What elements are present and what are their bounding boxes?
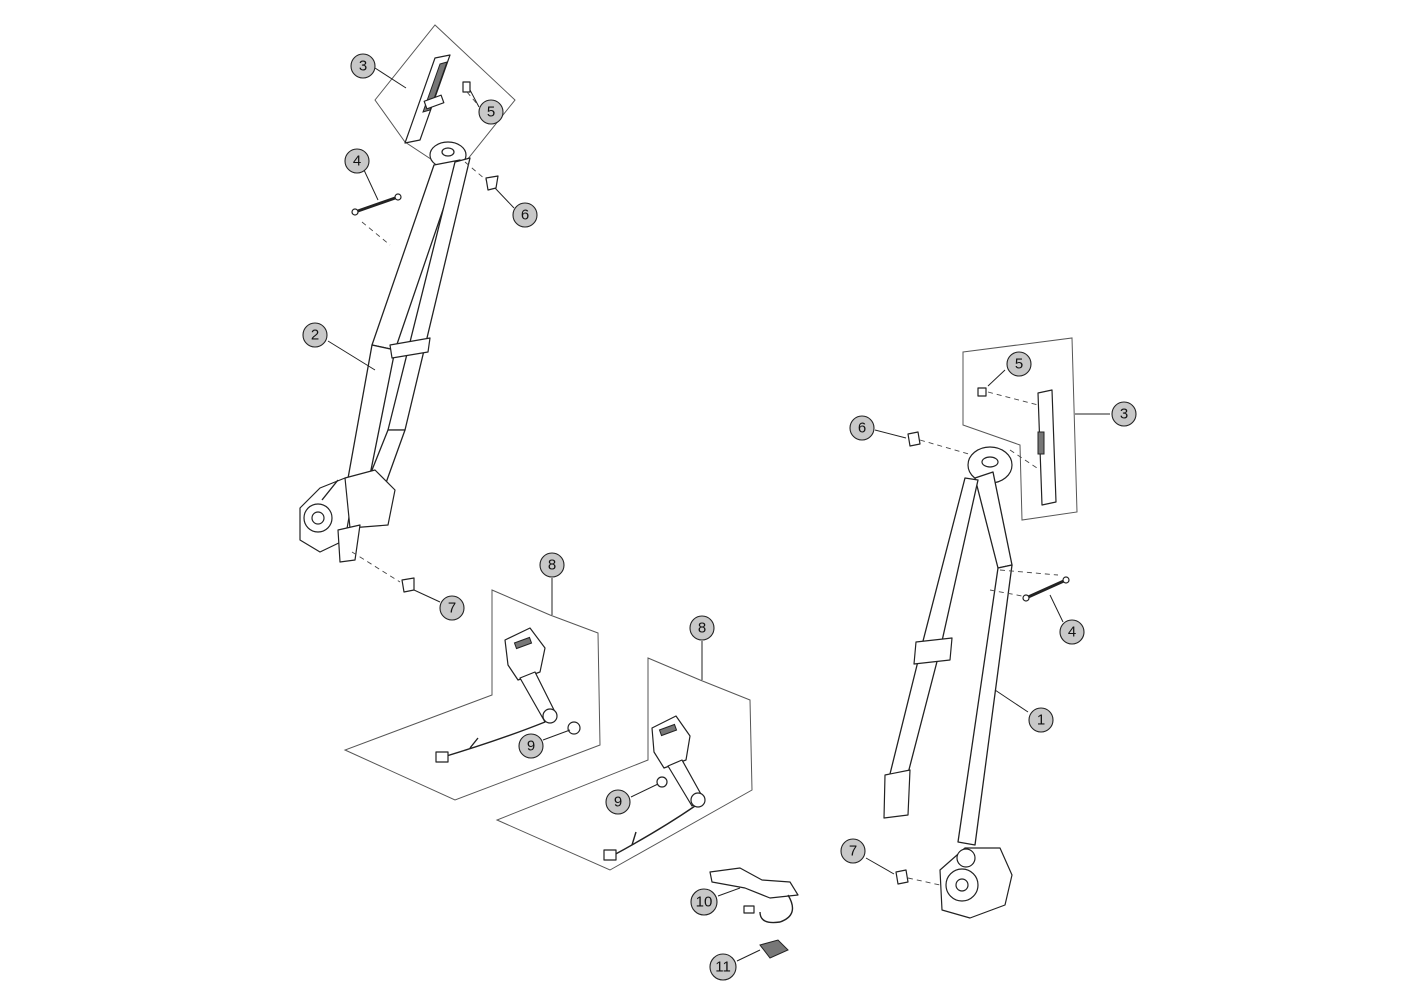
svg-text:4: 4 [1068, 624, 1076, 641]
left-bolt-part-7 [351, 551, 415, 593]
svg-text:3: 3 [1120, 406, 1128, 423]
callout-left-3: 3 [350, 53, 376, 79]
svg-text:5: 5 [487, 104, 495, 121]
buckle-panel-a [343, 589, 601, 801]
svg-text:3: 3 [359, 58, 367, 75]
right-bolt-part-5 [977, 387, 1039, 406]
callout-buckle-b-8: 8 [689, 615, 715, 641]
svg-text:7: 7 [448, 600, 456, 617]
callout-sensor-11: 11 [709, 953, 737, 981]
callout-left-2: 2 [302, 322, 328, 348]
callout-buckle-b-9: 9 [605, 789, 631, 815]
right-bolt-part-7 [895, 869, 941, 886]
svg-text:5: 5 [1015, 356, 1023, 373]
left-nut-part-6 [464, 161, 499, 191]
right-nut-part-6 [907, 431, 973, 456]
svg-text:2: 2 [311, 327, 319, 344]
svg-text:8: 8 [698, 620, 706, 637]
callout-right-5: 5 [1006, 351, 1032, 377]
callout-left-4: 4 [344, 148, 370, 174]
right-upper-anchor-panel [962, 337, 1078, 521]
svg-text:4: 4 [353, 153, 361, 170]
left-upper-anchor-panel [374, 24, 516, 176]
svg-text:6: 6 [521, 207, 529, 224]
svg-text:1: 1 [1037, 712, 1045, 729]
callout-right-7: 7 [840, 838, 866, 864]
svg-text:9: 9 [527, 738, 535, 755]
bracket-part-10 [709, 867, 799, 924]
svg-text:10: 10 [696, 894, 713, 911]
svg-text:9: 9 [614, 794, 622, 811]
callout-left-5: 5 [478, 99, 504, 125]
svg-text:8: 8 [548, 557, 556, 574]
svg-text:7: 7 [849, 843, 857, 860]
callout-right-1: 1 [1028, 707, 1054, 733]
callout-left-7: 7 [439, 595, 465, 621]
callout-bracket-10: 10 [690, 888, 718, 916]
callout-left-6: 6 [512, 202, 538, 228]
callout-buckle-a-9: 9 [518, 733, 544, 759]
sensor-part-11 [759, 939, 789, 959]
buckle-panel-b [495, 657, 753, 871]
left-bolt-part-5 [462, 81, 479, 106]
callout-right-4: 4 [1059, 619, 1085, 645]
right-seat-belt-assembly-part-1 [883, 446, 1013, 919]
right-guide-rod-part-4 [989, 569, 1070, 602]
svg-text:11: 11 [715, 959, 731, 976]
left-guide-rod-part-4 [351, 193, 402, 246]
callout-right-6: 6 [849, 415, 875, 441]
callout-right-3: 3 [1111, 401, 1137, 427]
left-seat-belt-assembly-part-2 [299, 141, 471, 563]
leader-lines [327, 67, 1110, 962]
callout-buckle-a-8: 8 [539, 552, 565, 578]
svg-text:6: 6 [858, 420, 866, 437]
